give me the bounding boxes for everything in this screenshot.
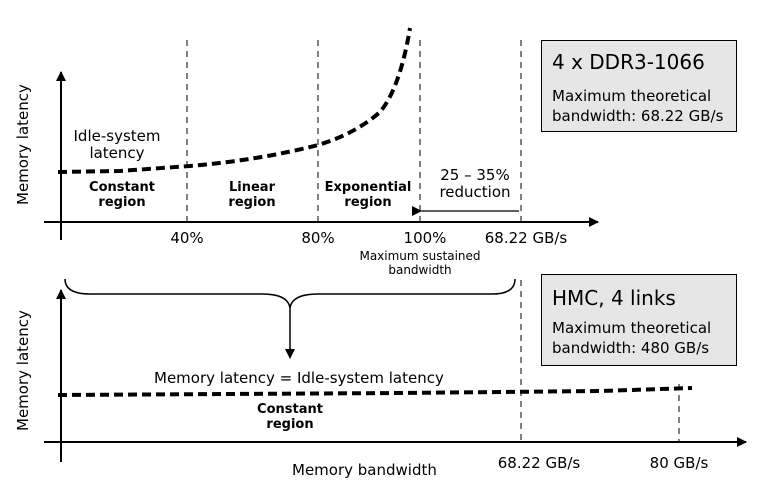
- top-latency-curve: [57, 27, 412, 174]
- top-tick-80: 80%: [301, 229, 335, 247]
- ddr3-info-line1: Maximum theoretical: [552, 87, 712, 105]
- hmc-info-box: HMC, 4 links Maximum theoretical bandwid…: [541, 274, 737, 366]
- ddr3-info-title: 4 x DDR3-1066: [552, 50, 705, 74]
- bottom-y-axis-label: Memory latency: [14, 310, 32, 431]
- idle-system-latency-label: Idle-system latency: [73, 127, 161, 163]
- constant-region-label: Constant region: [89, 180, 155, 210]
- max-sustained-bandwidth-label: Maximum sustained bandwidth: [359, 249, 481, 277]
- hmc-info-title: HMC, 4 links: [552, 286, 676, 310]
- latency-equation-label: Memory latency = Idle-system latency: [154, 369, 444, 387]
- reduction-label: 25 – 35% reduction: [439, 166, 511, 202]
- ddr3-info-line2: bandwidth: 68.22 GB/s: [552, 107, 724, 125]
- x-axis-label: Memory bandwidth: [292, 461, 437, 479]
- linear-region-label: Linear region: [228, 180, 276, 210]
- hmc-info-line2: bandwidth: 480 GB/s: [552, 339, 710, 357]
- brace: [64, 278, 516, 309]
- bottom-tick-80-gbs: 80 GB/s: [649, 454, 709, 472]
- top-tick-40: 40%: [170, 229, 204, 247]
- bottom-constant-region-label: Constant region: [257, 402, 323, 432]
- top-y-axis-label: Memory latency: [14, 84, 32, 205]
- bottom-tick-68-gbs: 68.22 GB/s: [497, 454, 581, 472]
- bottom-latency-line: [57, 386, 693, 397]
- exponential-region-label: Exponential region: [324, 180, 412, 210]
- top-tick-68-gbs: 68.22 GB/s: [484, 229, 568, 247]
- top-tick-100: 100%: [403, 229, 447, 247]
- ddr3-info-box: 4 x DDR3-1066 Maximum theoretical bandwi…: [541, 40, 737, 132]
- hmc-info-line1: Maximum theoretical: [552, 319, 712, 337]
